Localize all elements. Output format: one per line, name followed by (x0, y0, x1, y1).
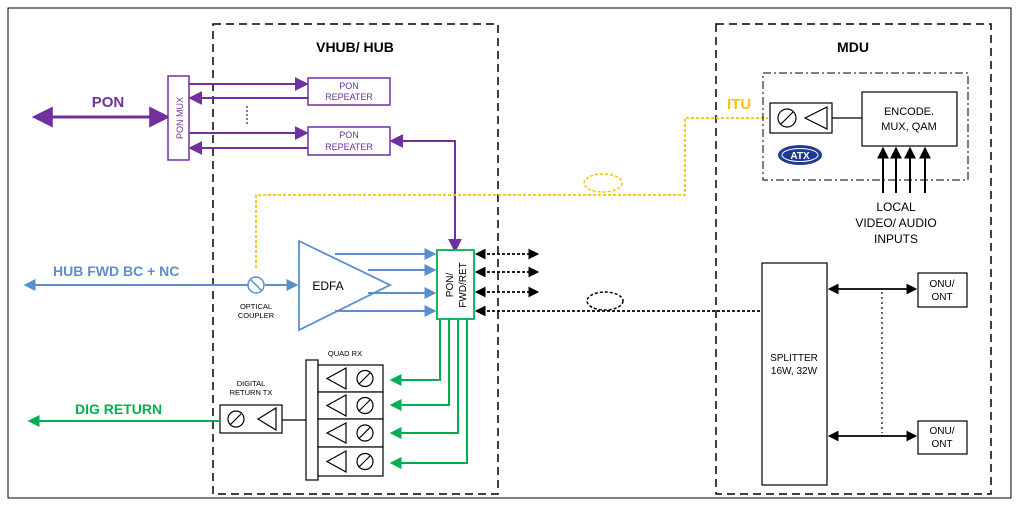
onu-top-line1: ONU/ (930, 279, 955, 290)
edfa-label: EDFA (312, 279, 343, 293)
encoder-subregion (762, 72, 969, 181)
digital-return-tx-line1: DIGITAL (237, 379, 266, 388)
repeater-to-ponfwd-link (389, 134, 462, 253)
mdu-region (715, 23, 992, 495)
quad-rx-module-3 (317, 418, 384, 448)
atx-logo-ring (781, 148, 819, 162)
onu-top-line2: ONT (931, 292, 952, 303)
outer-frame (7, 7, 1012, 499)
onu-top (917, 272, 968, 308)
encoder-line1: ENCODE. (884, 106, 934, 118)
encoder-line2: MUX, QAM (881, 121, 937, 133)
pon-fwd-ret-line1: PON/ (445, 273, 456, 298)
onu-bottom-line2: ONT (931, 439, 952, 450)
return-path-1 (389, 319, 441, 386)
return-path-4 (389, 319, 468, 469)
return-path-3 (389, 319, 459, 439)
quad-rx-module-2 (317, 391, 384, 420)
pon-label: PON (92, 94, 125, 111)
itu-path (255, 117, 768, 268)
splitter-box (761, 262, 828, 486)
optical-coupler-slash (249, 278, 263, 292)
local-inputs-line2: VIDEO/ AUDIO (855, 216, 936, 230)
mdu-title: MDU (837, 39, 869, 55)
atx-logo-text: ATX (790, 151, 810, 162)
pon-repeater-1-line1: PON (339, 81, 359, 91)
pon-fwd-ret-box (436, 249, 475, 320)
pon-mux-box (167, 75, 190, 161)
itu-cable-coil (583, 173, 623, 193)
vhub-title: VHUB/ HUB (316, 39, 394, 55)
pon-mux-label: PON MUX (175, 97, 185, 139)
quad-rx-label: QUAD RX (328, 349, 362, 358)
itu-label: ITU (727, 96, 751, 113)
optical-coupler-line2: COUPLER (238, 311, 275, 320)
pon-repeater-1-line2: REPEATER (325, 92, 373, 102)
itu-receiver (769, 102, 833, 134)
digital-return-tx-line2: RETURN TX (230, 388, 273, 397)
splitter-line2: 16W, 32W (771, 366, 818, 377)
return-path-2 (389, 319, 450, 411)
optical-coupler-line1: OPTICAL (240, 302, 272, 311)
encoder-box (861, 91, 958, 147)
pon-repeater-2-line1: PON (339, 130, 359, 140)
pon-fwd-ret-line2: FWD/RET (458, 262, 469, 308)
local-inputs-line1: LOCAL (876, 200, 916, 214)
quad-rx-module-4 (317, 446, 384, 477)
fiber-cable-coil (586, 291, 624, 311)
local-inputs-line3: INPUTS (874, 232, 918, 246)
onu-bottom-line1: ONU/ (930, 426, 955, 437)
pon-repeater-2-line2: REPEATER (325, 142, 373, 152)
quad-rx-chassis (305, 359, 319, 481)
digital-return-tx (219, 404, 283, 434)
onu-bottom (917, 420, 968, 455)
splitter-line1: SPLITTER (770, 353, 818, 364)
pon-repeater-1 (307, 77, 391, 106)
edfa-amplifier (298, 239, 393, 332)
dig-return-label: DIG RETURN (75, 401, 162, 417)
hub-fwd-label: HUB FWD BC + NC (53, 263, 179, 279)
quad-rx-module-1 (317, 364, 384, 393)
